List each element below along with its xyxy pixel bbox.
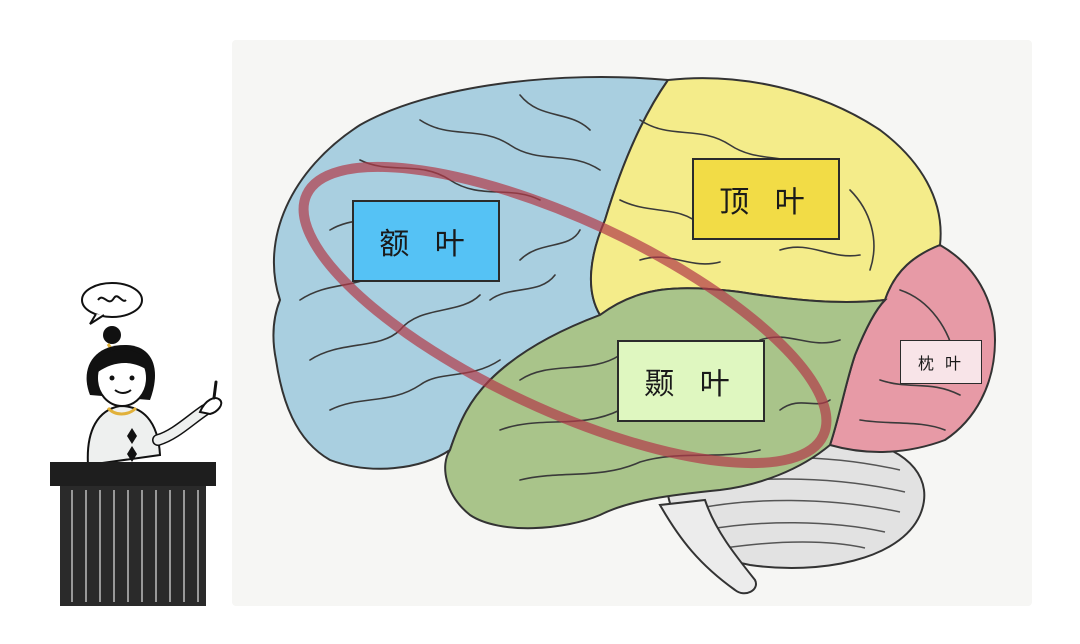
frontal-lobe-label: 额 叶 (352, 200, 500, 282)
parietal-lobe-label: 顶 叶 (692, 158, 840, 240)
podium-icon (50, 462, 216, 606)
presenter-figure (86, 326, 223, 467)
occipital-lobe-label: 枕 叶 (900, 340, 982, 384)
highlight-ring (298, 161, 832, 469)
temporal-lobe-label: 颞 叶 (617, 340, 765, 422)
speech-bubble-icon (81, 282, 143, 325)
